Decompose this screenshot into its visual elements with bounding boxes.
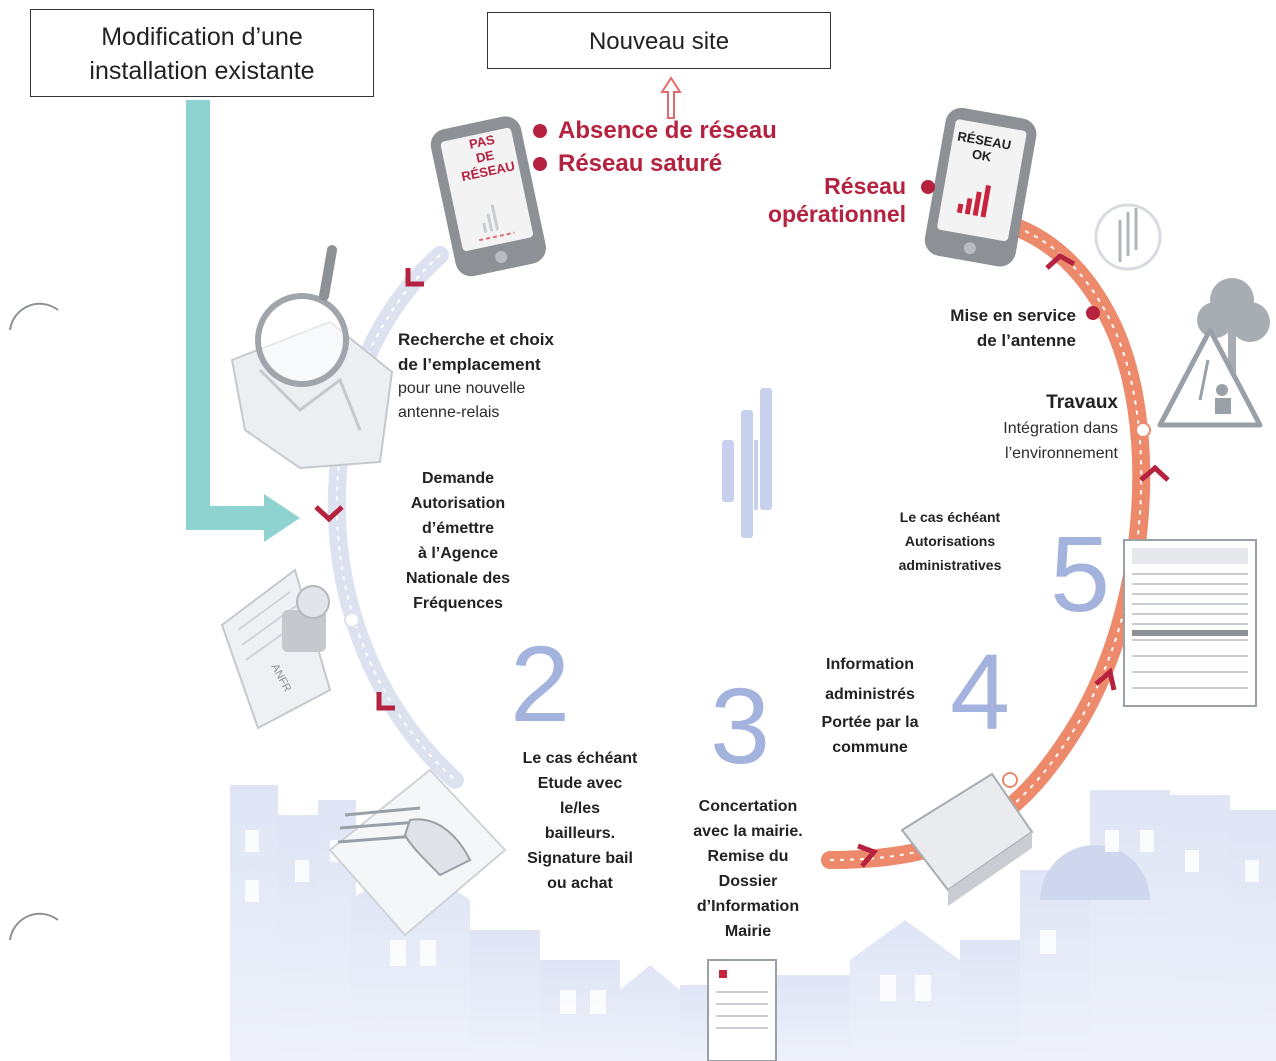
- step-line: de l’antenne: [976, 331, 1076, 350]
- step-sub: Intégration dans: [1003, 420, 1118, 437]
- step-line: à l’Agence: [417, 545, 499, 562]
- mairie-folder-icon: [900, 772, 1034, 906]
- step-line: Remise du: [707, 848, 789, 865]
- step-number-3: 3: [710, 665, 771, 786]
- step-anfr-label: Demande Autorisation d’émettre à l’Agenc…: [378, 466, 538, 616]
- problem-list: Absence de réseau Réseau saturé: [558, 114, 777, 180]
- phone-no-network-icon: [430, 116, 546, 277]
- step-line: avec la mairie.: [693, 823, 803, 840]
- step-info-label: Information administrés Portée par la co…: [790, 650, 950, 760]
- step-sub: pour une nouvelle: [398, 380, 526, 397]
- box-line: installation existante: [89, 57, 315, 85]
- chevron-icon: [314, 505, 344, 523]
- step-line: d’Information: [696, 898, 800, 915]
- work-sign-icon: [1157, 327, 1263, 428]
- binder-hole-mark: [9, 302, 59, 331]
- antenna-logo-icon: [722, 388, 772, 538]
- step-line: administratives: [898, 557, 1002, 573]
- step-line: Dossier: [718, 873, 778, 890]
- admin-form-icon: [1123, 539, 1257, 707]
- problem-item: Absence de réseau: [558, 117, 777, 144]
- step-line: Signature bail: [527, 850, 633, 867]
- step-line: administrés: [825, 686, 915, 703]
- contract-signing-icon: [328, 768, 507, 937]
- path-node: [344, 612, 360, 628]
- network-ok-line: Réseau: [824, 173, 906, 199]
- step-line: Mise en service: [950, 306, 1076, 325]
- step-line: le/les: [559, 800, 601, 817]
- step-number-2: 2: [510, 623, 571, 744]
- step-line: Concertation: [698, 798, 798, 815]
- box-line: Modification d’une: [101, 23, 303, 51]
- up-arrow-icon: [660, 76, 682, 119]
- step-search-label: Recherche et choix de l’emplacement pour…: [398, 327, 554, 425]
- existing-installation-box: Modification d’une installation existant…: [30, 9, 374, 97]
- step-sub: l’environnement: [1005, 445, 1118, 462]
- chevron-icon: [405, 268, 424, 287]
- step-line: Portée par la: [821, 714, 919, 731]
- step-line: Nationale des: [405, 570, 511, 587]
- chevrons: [314, 252, 1170, 868]
- step-line: Le cas échéant: [522, 750, 638, 767]
- chevron-icon: [1045, 252, 1076, 270]
- step-line: bailleurs.: [544, 825, 616, 842]
- problem-item: Réseau saturé: [558, 150, 723, 177]
- step-title: de l’emplacement: [398, 355, 541, 374]
- anfr-document-icon: [220, 568, 332, 730]
- phone-network-ok-icon: [924, 107, 1037, 267]
- step-line: ou achat: [547, 875, 613, 892]
- step-sub: antenne-relais: [398, 404, 500, 421]
- step-line: Demande: [421, 470, 495, 487]
- chevron-icon: [857, 843, 879, 868]
- antenna-badge-icon: [1094, 203, 1162, 271]
- city-skyline: [230, 785, 1276, 1061]
- step-title: Travaux: [1046, 392, 1118, 413]
- teal-arrow: [186, 100, 300, 542]
- chevron-icon: [1094, 667, 1117, 691]
- step-number-4: 4: [950, 631, 1011, 752]
- step-title: Recherche et choix: [398, 330, 554, 349]
- binder-hole-mark: [9, 912, 59, 941]
- step-admin-label: Le cas échéant Autorisations administrat…: [880, 505, 1020, 577]
- step-number-5: 5: [1050, 513, 1111, 634]
- chevron-icon: [1139, 464, 1170, 482]
- network-ok-label: Réseau opérationnel: [700, 172, 906, 228]
- path-node: [1002, 772, 1018, 788]
- step-line: Fréquences: [413, 595, 503, 612]
- step-line: Autorisation: [410, 495, 506, 512]
- step-line: d’émettre: [421, 520, 495, 537]
- step-service-label: Mise en service de l’antenne: [900, 303, 1076, 353]
- dossier-document-icon: [707, 959, 777, 1061]
- step-travaux-label: Travaux Intégration dans l’environnement: [940, 390, 1118, 466]
- step-line: Autorisations: [904, 533, 996, 549]
- step-line: Etude avec: [537, 775, 623, 792]
- path-node: [1086, 306, 1100, 320]
- step-mairie-label: Concertation avec la mairie. Remise du D…: [668, 794, 828, 944]
- step-line: commune: [832, 739, 908, 756]
- step-line: Le cas échéant: [899, 509, 1001, 525]
- new-site-box: Nouveau site: [487, 12, 831, 69]
- tree-icon: [1197, 278, 1270, 390]
- network-ok-line: opérationnel: [767, 201, 906, 227]
- chevron-icon: [376, 692, 395, 711]
- step-line: Mairie: [724, 923, 772, 940]
- map-magnifier-icon: [230, 245, 394, 470]
- step-line: Information: [826, 656, 914, 673]
- step-bail-label: Le cas échéant Etude avec le/les bailleu…: [500, 746, 660, 896]
- bullets: [533, 124, 935, 194]
- skyline-windows: [245, 830, 1259, 1014]
- path-node: [1135, 422, 1151, 438]
